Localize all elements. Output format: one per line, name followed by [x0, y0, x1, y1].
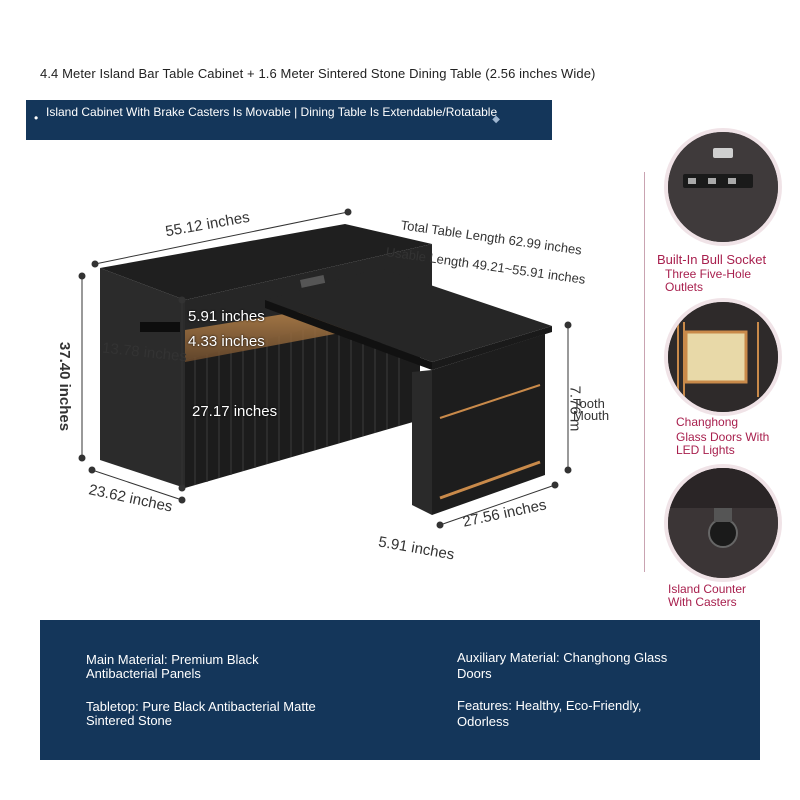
page-title: 4.4 Meter Island Bar Table Cabinet + 1.6… [40, 66, 596, 81]
dimension-lines [78, 208, 572, 529]
glass-door-icon [668, 302, 778, 412]
info-banner: • Island Cabinet With Brake Casters Is M… [26, 100, 552, 140]
feature-glass-title: Changhong [676, 415, 739, 429]
arrow-icon: ◆ [492, 114, 500, 125]
dim-shelf-gap: 5.91 inches [188, 308, 265, 325]
dim-shelf-thick: 4.33 inches [188, 333, 265, 350]
feature-glass-desc: Glass Doors With LED Lights [676, 430, 770, 457]
casters-feature-image [668, 468, 778, 578]
dim-lower-height: 27.17 inches [192, 403, 278, 420]
spec-main-material: Main Material: Premium Black Antibacteri… [86, 652, 259, 681]
dim-tooth-mouth: Tooth Mouth [573, 396, 610, 423]
feature-socket-desc: Three Five-Hole Outlets [665, 267, 752, 294]
spec-aux-material: Auxiliary Material: Changhong Glass Door… [457, 650, 668, 681]
bullet-icon: • [34, 111, 39, 125]
banner-text: Island Cabinet With Brake Casters Is Mov… [46, 105, 498, 119]
spec-features: Features: Healthy, Eco-Friendly, Odorles… [457, 698, 642, 729]
caster-icon [668, 468, 778, 578]
spec-panel: Main Material: Premium Black Antibacteri… [40, 620, 760, 760]
socket-icon [668, 132, 778, 242]
socket-feature-image [668, 132, 778, 242]
feature-socket-title: Built-In Bull Socket [657, 252, 767, 267]
divider [644, 172, 645, 572]
glass-door-feature-image [668, 302, 778, 412]
spec-tabletop: Tabletop: Pure Black Antibacterial Matte… [86, 699, 316, 728]
feature-casters-title: Island Counter [668, 582, 747, 596]
product-illustration: 55.12 inches Total Table Length 62.99 in… [56, 208, 610, 564]
dining-table [265, 268, 552, 515]
feature-casters-desc: With Casters [668, 595, 737, 609]
furniture-drawing [78, 208, 572, 529]
dim-height: 37.40 inches [56, 341, 74, 432]
